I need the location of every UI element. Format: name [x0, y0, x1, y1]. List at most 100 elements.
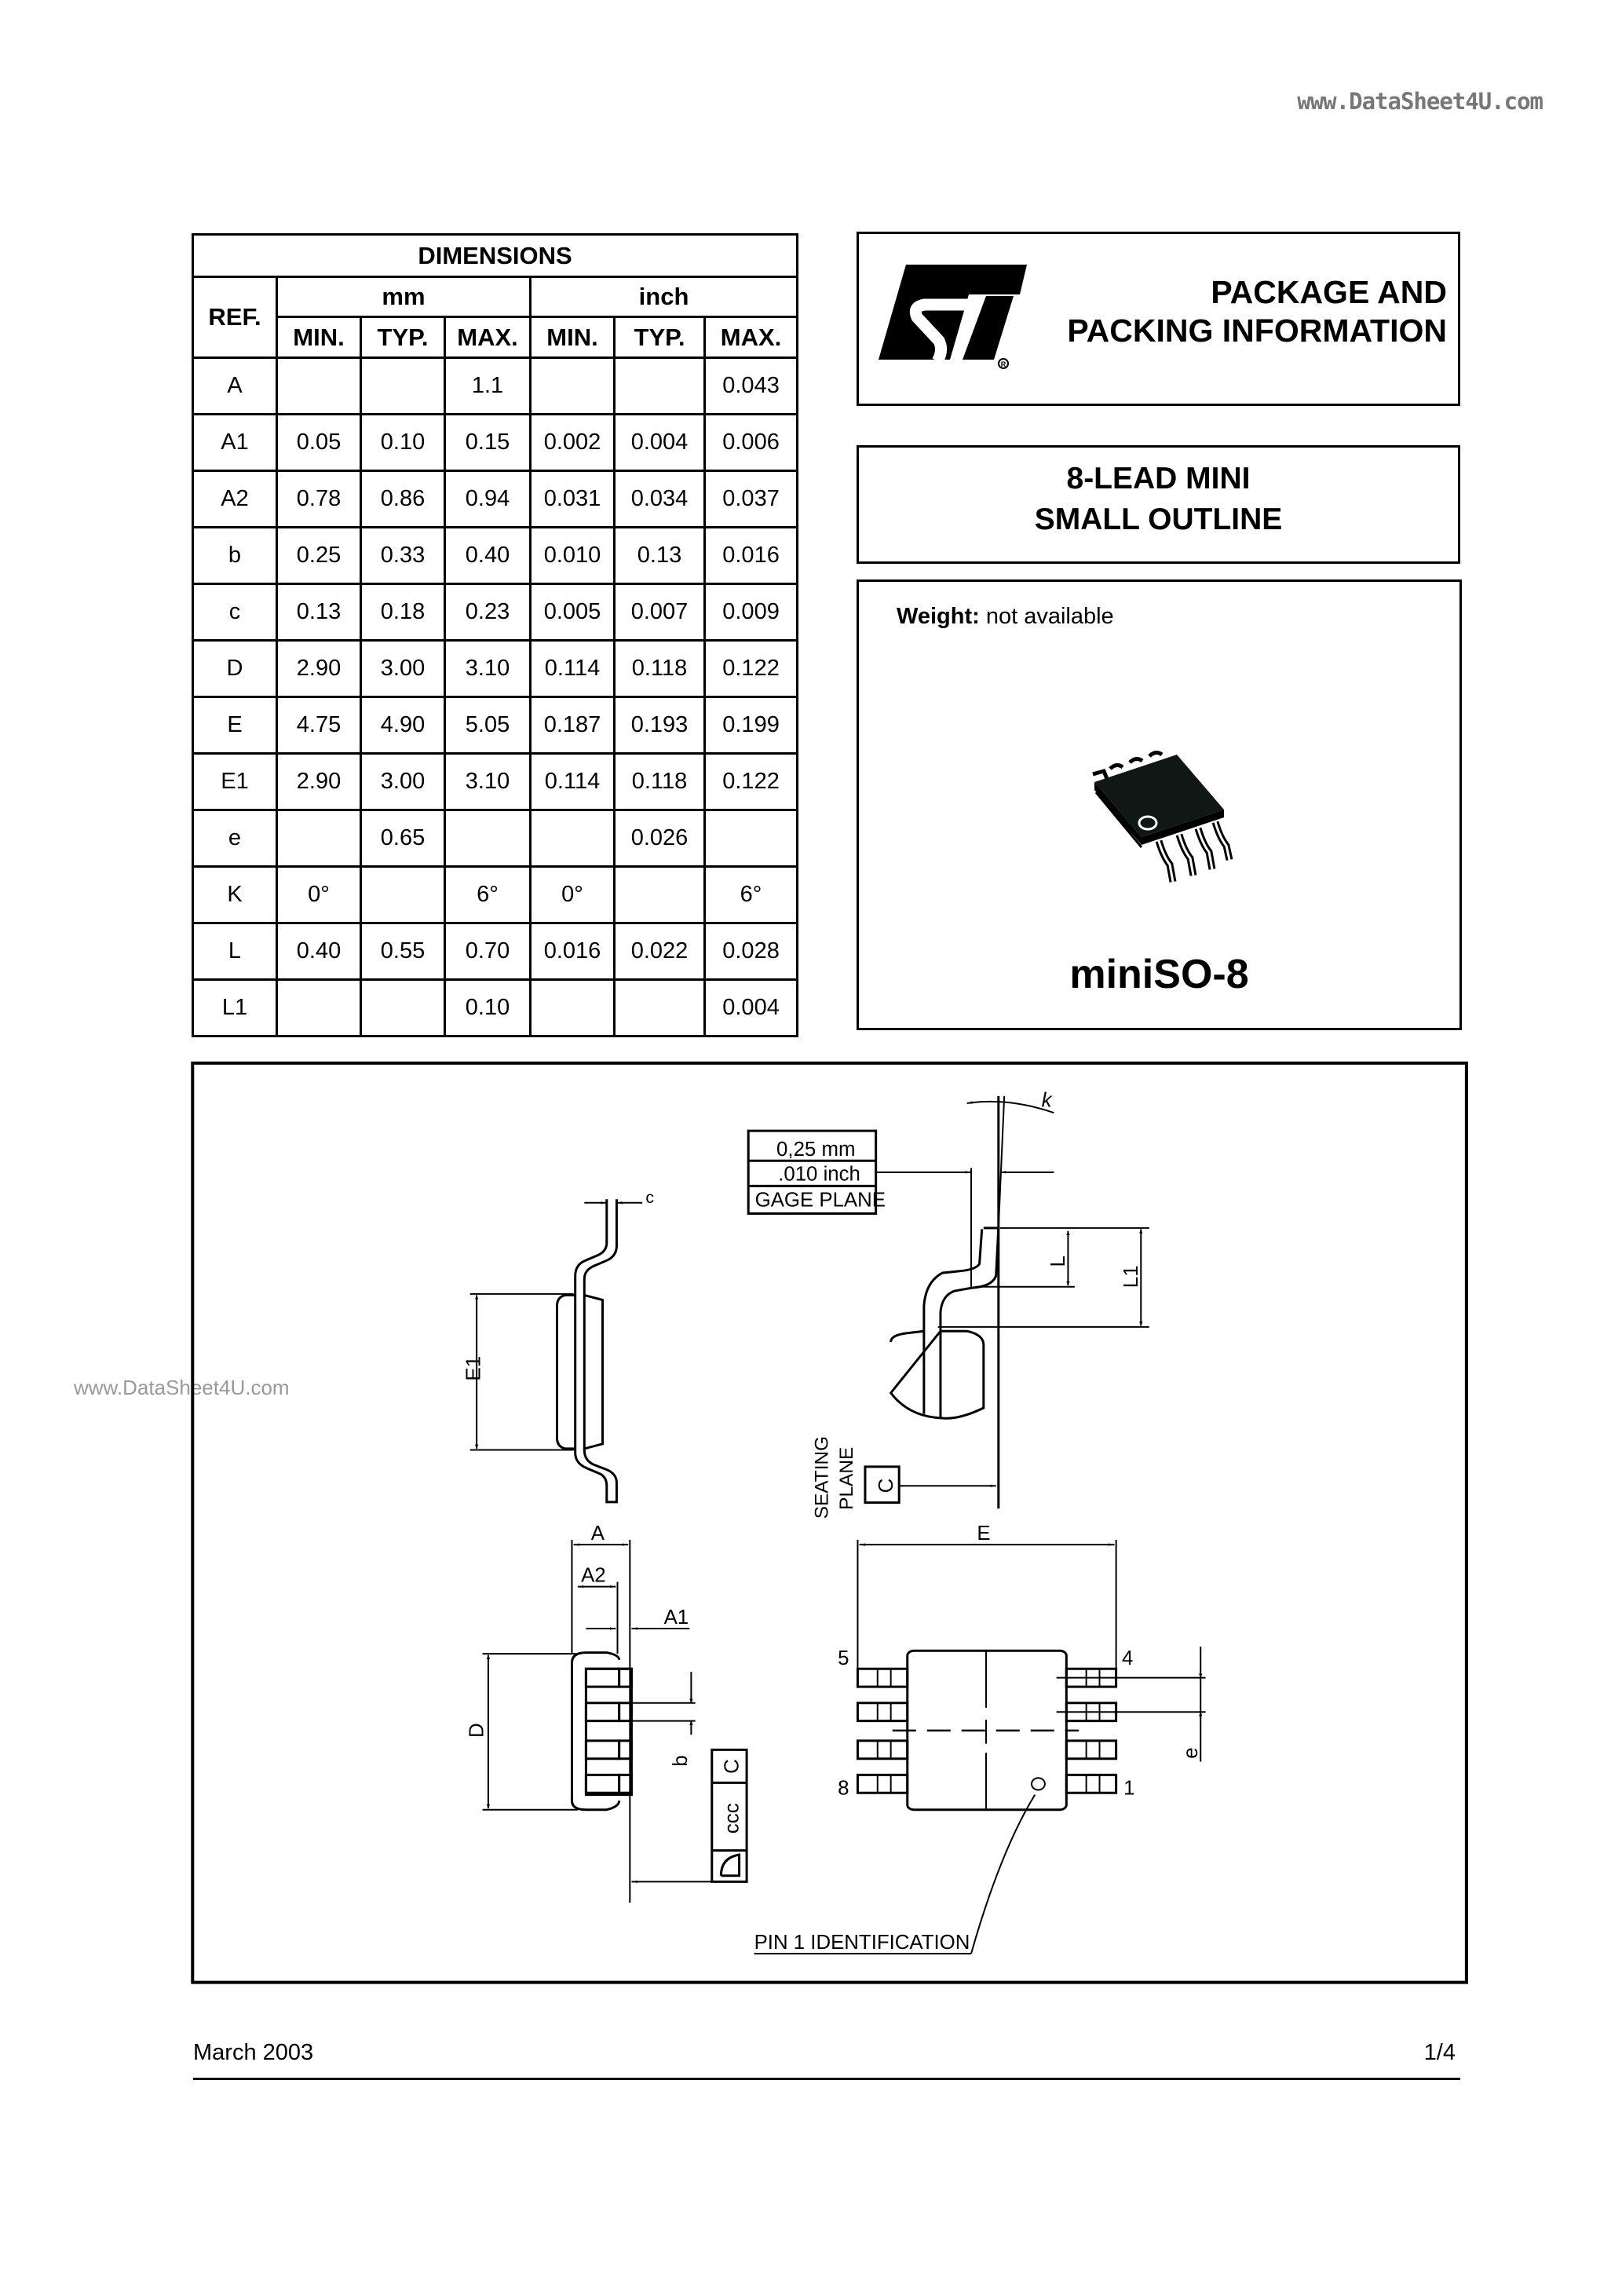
value-cell — [276, 978, 362, 1037]
lead — [857, 1741, 907, 1759]
ref-cell: E1 — [192, 752, 278, 811]
value-cell — [529, 356, 616, 415]
value-cell: 6° — [444, 865, 532, 924]
label-L: L — [1047, 1256, 1069, 1267]
ref-cell: D — [192, 639, 278, 698]
value-cell: 2.90 — [276, 639, 362, 698]
package-outline-drawing: E1 c 0,25 mm .010 inch GAGE PLANE k L L1… — [188, 1060, 1468, 1987]
value-cell: 0.009 — [703, 583, 799, 642]
page-number: 1/4 — [1423, 2040, 1456, 2065]
value-cell: 0.122 — [703, 639, 799, 698]
subheader-cell: MAX. — [703, 316, 799, 359]
gage-plane-box — [748, 1131, 1054, 1213]
value-cell — [613, 356, 706, 415]
svg-text:R: R — [1001, 360, 1006, 368]
mm-header: mm — [276, 276, 532, 318]
gage-mm: 0,25 mm — [776, 1139, 855, 1161]
value-cell — [360, 865, 446, 924]
value-cell: 1.1 — [444, 356, 532, 415]
label-b: b — [670, 1755, 692, 1766]
value-cell: 0.006 — [703, 413, 799, 472]
value-cell: 0.13 — [276, 583, 362, 642]
value-cell: 0.86 — [360, 470, 446, 528]
top-view — [754, 1540, 1206, 1954]
value-cell: 0.33 — [360, 526, 446, 585]
document-title: PACKAGE AND PACKING INFORMATION — [1067, 273, 1447, 350]
pin-label-1: 1 — [1123, 1778, 1134, 1800]
value-cell: 0.122 — [703, 752, 799, 811]
value-cell: 0.037 — [703, 470, 799, 528]
ref-header: REF. — [192, 276, 278, 359]
value-cell: 0.65 — [360, 809, 446, 868]
value-cell: 0.005 — [529, 583, 616, 642]
value-cell: 0.40 — [444, 526, 532, 585]
pin-label-8: 8 — [838, 1778, 849, 1800]
value-cell: 0.40 — [276, 922, 362, 981]
subheader-cell: MIN. — [276, 316, 362, 359]
lead — [619, 1703, 632, 1721]
value-cell: 0.13 — [613, 526, 706, 585]
value-cell — [529, 809, 616, 868]
value-cell: 0.010 — [529, 526, 616, 585]
weight-value: not available — [985, 604, 1114, 629]
value-cell — [360, 356, 446, 415]
label-A: A — [591, 1523, 605, 1545]
ref-cell: K — [192, 865, 278, 924]
value-cell — [613, 978, 706, 1037]
value-cell: 4.75 — [276, 696, 362, 755]
value-cell: 0.114 — [529, 752, 616, 811]
value-cell — [703, 809, 799, 868]
value-cell: 0° — [276, 865, 362, 924]
value-cell — [360, 978, 446, 1037]
package-image-box: Weight: not available miniSO-8 — [857, 579, 1462, 1030]
subheader-cell: MAX. — [444, 316, 532, 359]
header-box: R PACKAGE AND PACKING INFORMATION — [857, 232, 1460, 406]
package-name: miniSO-8 — [1069, 952, 1249, 997]
value-cell: 0.118 — [613, 639, 706, 698]
watermark-top[interactable]: www.DataSheet4U.com — [1297, 88, 1543, 115]
value-cell: 0.026 — [613, 809, 706, 868]
value-cell: 0.004 — [703, 978, 799, 1037]
value-cell: 0.034 — [613, 470, 706, 528]
value-cell: 0.10 — [360, 413, 446, 472]
value-cell: 0.031 — [529, 470, 616, 528]
table-title: DIMENSIONS — [191, 233, 799, 278]
lead — [857, 1775, 907, 1793]
footer-date: March 2003 — [193, 2040, 314, 2065]
drawing-frame — [192, 1063, 1467, 1983]
value-cell: 4.90 — [360, 696, 446, 755]
ref-cell: c — [192, 583, 278, 642]
lead — [1066, 1775, 1116, 1793]
value-cell: 0.114 — [529, 639, 616, 698]
lead — [1066, 1741, 1116, 1759]
ref-cell: e — [192, 809, 278, 868]
value-cell: 0.70 — [444, 922, 532, 981]
label-e: e — [1180, 1747, 1202, 1758]
value-cell: 5.05 — [444, 696, 532, 755]
value-cell: 0.187 — [529, 696, 616, 755]
value-cell — [276, 809, 362, 868]
seating-label-2: PLANE — [836, 1447, 857, 1510]
label-E: E — [977, 1523, 990, 1545]
lead — [857, 1669, 907, 1687]
weight-info: Weight: not available — [897, 604, 1114, 630]
value-cell: 0.043 — [703, 356, 799, 415]
label-A2: A2 — [581, 1564, 606, 1586]
value-cell — [444, 809, 532, 868]
gage-plane-label: GAGE PLANE — [755, 1189, 886, 1211]
lead — [586, 1741, 619, 1759]
value-cell: 3.00 — [360, 639, 446, 698]
value-cell: 3.00 — [360, 752, 446, 811]
value-cell: 0.23 — [444, 583, 532, 642]
lead — [586, 1703, 619, 1721]
value-cell: 0.118 — [613, 752, 706, 811]
package-desc-line-2: SMALL OUTLINE — [1034, 503, 1283, 536]
subheader-cell: TYP. — [613, 316, 706, 359]
